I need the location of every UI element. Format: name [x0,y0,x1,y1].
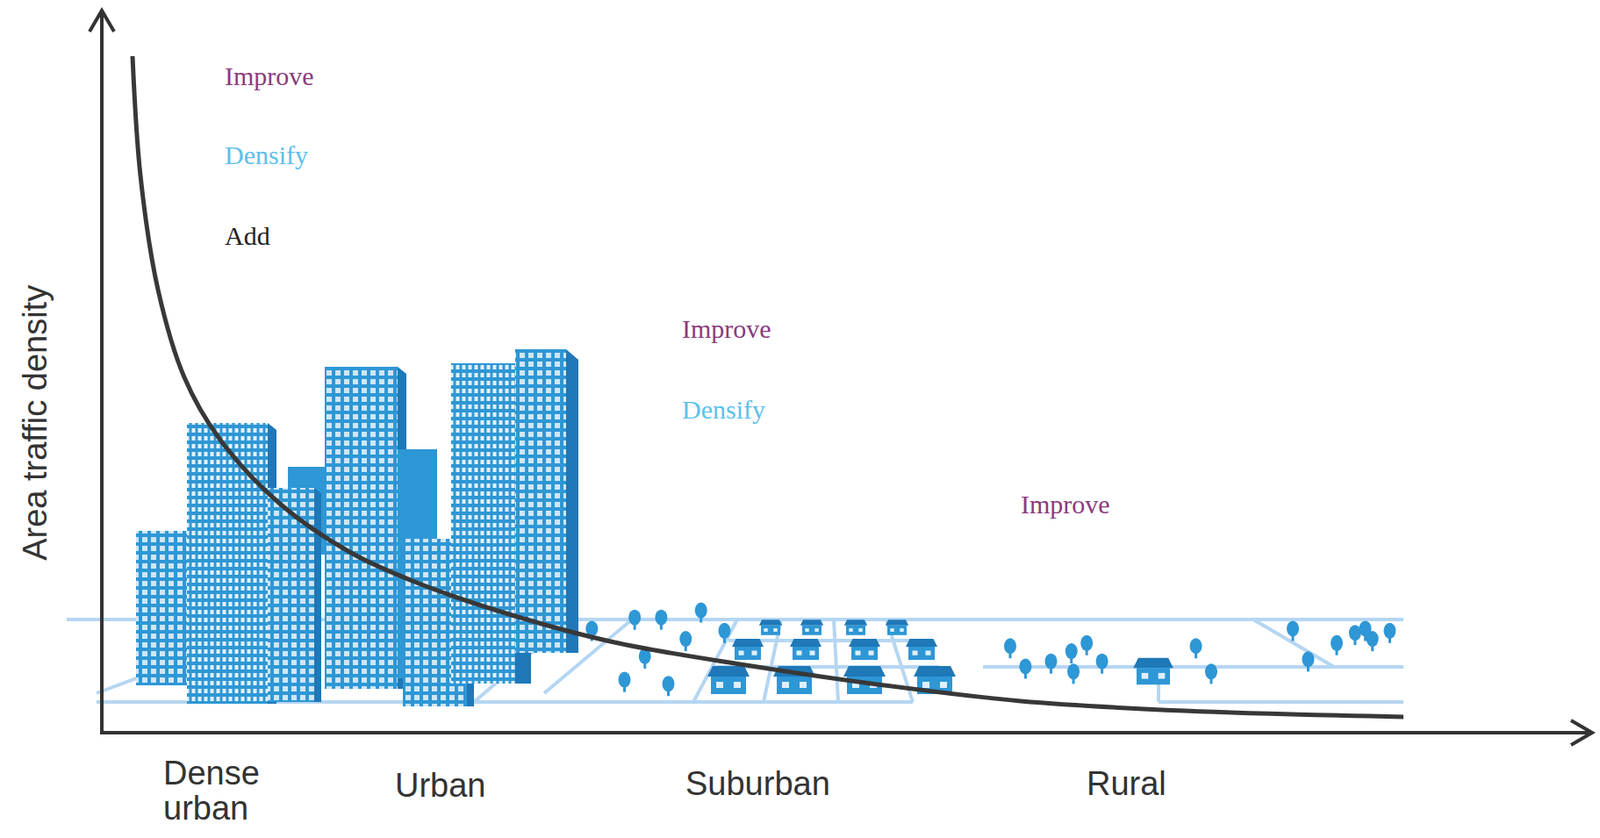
tree-icon [679,631,692,652]
traffic-curve [132,56,1404,718]
axes [89,10,1593,746]
tree-icon [1359,620,1372,641]
area-label: Suburban [685,765,831,804]
area-label: Rural [1086,765,1167,804]
tree-icon [695,602,708,624]
house-icon [905,638,938,661]
tree-icon [1044,653,1057,675]
action-label: Densify [224,140,309,172]
tree-icon [1067,663,1080,684]
trees [585,602,1396,697]
tree-icon [1330,635,1343,656]
tree-icon [1065,643,1078,664]
house-icon [707,666,750,695]
tree-icon [1383,623,1396,644]
axis-title: Area traffic density [16,285,56,561]
action-label: Add [224,221,271,252]
city-buildings [136,349,579,707]
house-icon [885,619,909,636]
tree-icon [654,609,668,631]
tree-icon [1301,651,1314,672]
tree-icon [1205,663,1218,684]
tree-icon [662,675,675,696]
house-icon [731,638,764,661]
tree-icon [618,672,632,693]
tree-icon [717,623,731,644]
house-icon [848,638,881,661]
house-icon [1133,658,1174,685]
action-label: Densify [681,394,766,426]
tree-icon [1080,635,1093,656]
tree-icon [1096,653,1109,675]
house-icon [800,619,824,636]
tree-icon [628,609,641,631]
tree-icon [1004,638,1017,659]
suburban-houses [707,619,1174,695]
house-icon [759,619,783,636]
tree-icon [1286,620,1299,641]
action-label: Improve [1020,489,1111,521]
tree-icon [1190,638,1203,659]
action-label: Improve [681,314,772,345]
tree-icon [1018,659,1032,680]
house-icon [789,638,822,661]
action-label: Improve [224,61,315,93]
area-label: Urban [394,767,487,806]
house-icon [844,619,868,636]
traffic-curve [132,56,1404,718]
area-label: Dense urban [163,756,287,827]
